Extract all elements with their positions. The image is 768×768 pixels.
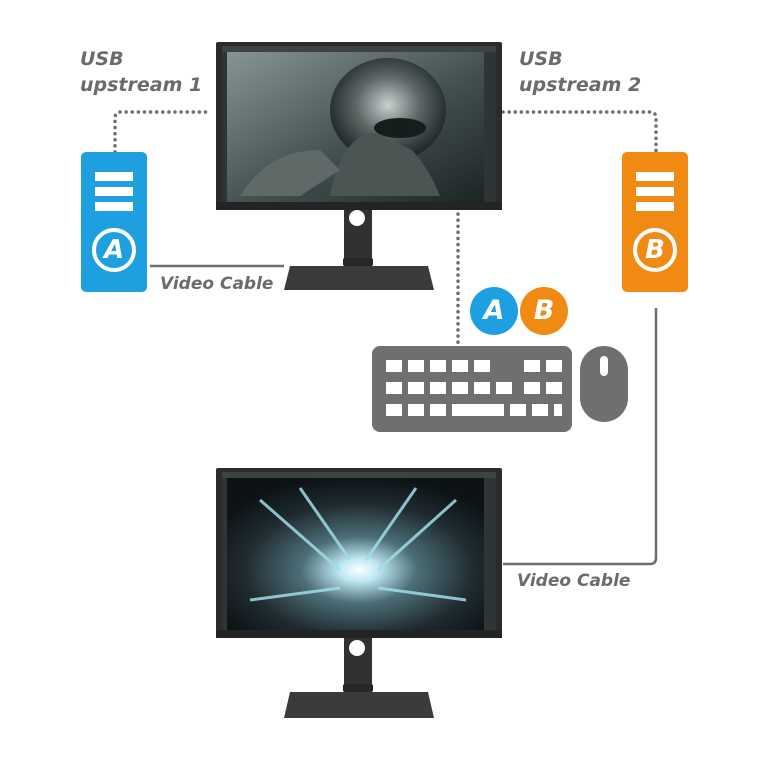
monitor-bottom xyxy=(216,468,502,718)
usb-upstream-2-line1: USB xyxy=(519,48,563,70)
video-cable-a-label: Video Cable xyxy=(160,274,274,294)
badge-b-letter: B xyxy=(533,295,555,326)
video-cable-b xyxy=(503,308,658,566)
badge-b xyxy=(520,287,568,335)
mouse-icon xyxy=(580,346,628,422)
badge-a-letter: A xyxy=(483,295,505,326)
usb-cable-1 xyxy=(113,110,212,154)
monitor-base xyxy=(284,266,434,290)
monitor-top xyxy=(216,42,502,290)
monitor-base xyxy=(284,692,434,718)
usb-cable-2 xyxy=(501,110,658,154)
usb-upstream-2-label: USB upstream 2 xyxy=(519,46,641,98)
monitor-screen xyxy=(222,472,496,630)
usb-upstream-1-line1: USB xyxy=(80,48,124,70)
video-cable-b-label: Video Cable xyxy=(517,571,631,591)
computer-b xyxy=(622,152,688,292)
keyboard-icon xyxy=(372,346,572,432)
letter-b-icon xyxy=(633,228,677,272)
computer-b-letter: B xyxy=(645,235,665,265)
usb-upstream-1-line2: upstream 1 xyxy=(80,74,203,96)
usb-upstream-2-line2: upstream 2 xyxy=(519,74,642,96)
computer-a xyxy=(81,152,147,292)
letter-a-icon xyxy=(92,228,136,272)
usb-upstream-1-label: USB upstream 1 xyxy=(80,46,202,98)
computer-a-letter: A xyxy=(103,235,125,265)
badge-a xyxy=(470,287,518,335)
